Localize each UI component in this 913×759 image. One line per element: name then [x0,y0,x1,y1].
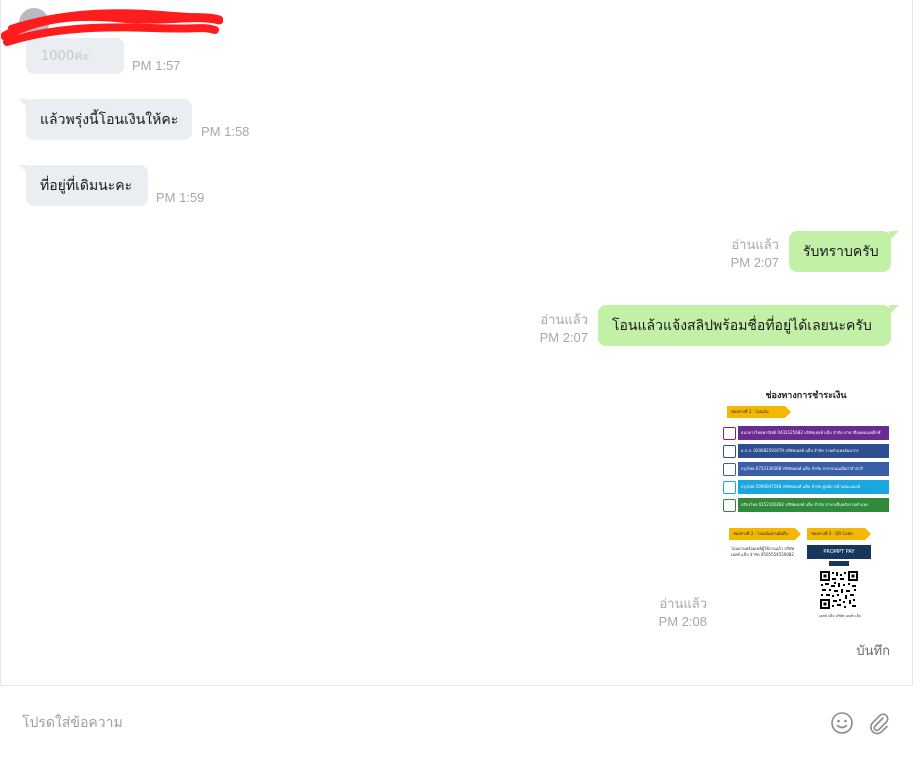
qr-footer-text: เฮลท์ แล็บ บริษัท เฮลท์ แล็บ [819,614,861,618]
promptpay-sublabel [829,561,849,566]
message-bubble-out[interactable]: รับทราบครับ [789,231,891,272]
read-label: อ่านแล้ว [731,238,779,253]
read-receipt: อ่านแล้ว PM 2:07 [540,312,588,346]
chat-panel: 1000ค่ะ PM 1:57 แล้วพรุ่งนี้โอนเงินให้คะ… [0,0,913,685]
previous-message-time: PM 1:57 [132,58,181,73]
bank-row: กรุงไทย 6753130568 บริษัทเฮลท์ แล็บ จำกั… [723,462,889,476]
channel-tag-2: ช่องทางที่ 2 : โอนเงินผ่านมือถือ [729,528,801,540]
message-bubble-out[interactable]: โอนแล้วแจ้งสลิปพร้อมชื่อที่อยู่ได้เลยนะค… [598,305,891,346]
qr-code-icon [819,570,859,610]
bank-row: ธ.ก.ส. 020082591679 บริษัทเฮลท์ แล็บ จำก… [723,444,889,458]
mobile-transfer-text: โอนผ่านพร้อมเพย์ผู้ใช้งานแล้ว บริษัท เฮล… [731,546,795,557]
message-text: ที่อยู่ที่เดิมนะคะ [40,177,133,194]
payment-title: ช่องทางการชำระเงิน [765,391,847,401]
emoji-icon[interactable] [829,710,855,736]
bank-logo-icon [723,444,736,458]
bank-row: ธนาคารไทยพาณิชย์ 0432125682 บริษัทเฮลท์ … [723,426,889,440]
message-composer [0,685,913,759]
message-time: PM 2:07 [730,255,779,270]
message-text: รับทราบครับ [803,243,879,260]
bank-logo-icon [723,462,736,476]
save-image-link[interactable]: บันทึก [856,644,890,659]
message-input[interactable] [22,710,802,736]
bank-info: กรุงไทย 5090047548 บริษัทเฮลท์ แล็บ จำกั… [738,480,889,494]
read-receipt: อ่านแล้ว PM 2:08 [659,596,707,630]
paperclip-icon[interactable] [866,710,892,736]
bank-info: ธนาคารไทยพาณิชย์ 0432125682 บริษัทเฮลท์ … [738,426,889,440]
bubble-tail [19,165,29,175]
read-label: อ่านแล้ว [659,597,707,612]
message-bubble-in[interactable]: ที่อยู่ที่เดิมนะคะ [26,165,148,206]
promptpay-header: PROMPT PAY [807,545,871,559]
bank-row: กรุงไทย 5090047548 บริษัทเฮลท์ แล็บ จำกั… [723,480,889,494]
bank-logo-icon [723,480,736,494]
payment-image[interactable]: ช่องทางการชำระเงิน ช่องทางที่ 1 : โอนเงิ… [717,378,895,628]
message-text: โอนแล้วแจ้งสลิปพร้อมชื่อที่อยู่ได้เลยนะค… [612,317,872,334]
channel-tag-1: ช่องทางที่ 1 : โอนเงิน [727,406,791,418]
message-time: PM 2:07 [539,330,588,345]
bank-info: กรุงไทย 6753130568 บริษัทเฮลท์ แล็บ จำกั… [738,462,889,476]
bank-logo-icon [723,498,736,512]
bank-info: กสิกรไทย 0152100282 บริษัทเฮลท์ แล็บ จำก… [738,498,889,512]
read-receipt: อ่านแล้ว PM 2:07 [731,237,779,271]
message-time: PM 1:58 [201,124,250,139]
previous-message-text: 1000ค่ะ [41,49,90,64]
bubble-tail [889,305,899,315]
bubble-tail [19,99,29,109]
bank-info: ธ.ก.ส. 020082591679 บริษัทเฮลท์ แล็บ จำก… [738,444,889,458]
message-bubble-in[interactable]: แล้วพรุ่งนี้โอนเงินให้คะ [26,99,192,140]
bubble-tail [889,231,899,241]
redaction-scribble [1,9,223,46]
message-text: แล้วพรุ่งนี้โอนเงินให้คะ [40,111,179,128]
previous-message-bubble [26,38,124,74]
read-label: อ่านแล้ว [540,313,588,328]
message-time: PM 2:08 [658,614,707,629]
bank-row: กสิกรไทย 0152100282 บริษัทเฮลท์ แล็บ จำก… [723,498,889,512]
channel-tag-3: ช่องทางที่ 3 : QR Code [807,528,871,540]
bank-logo-icon [723,426,736,440]
message-time: PM 1:59 [156,190,205,205]
